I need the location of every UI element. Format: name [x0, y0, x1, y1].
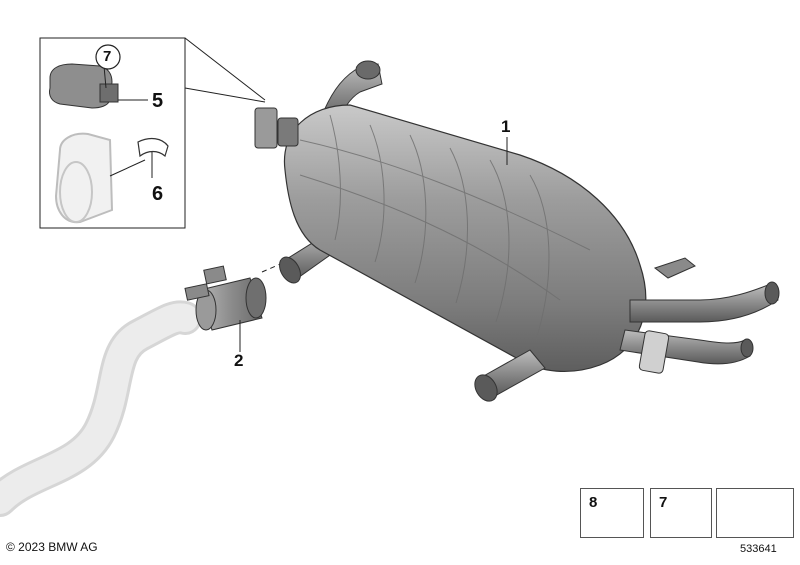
callout-6: 6	[152, 183, 164, 205]
intermediate-pipe-ghost	[0, 300, 202, 517]
bracket-part-6[interactable]	[54, 132, 169, 224]
detail-inset	[39, 37, 266, 229]
legend-label-8: 8	[589, 494, 598, 511]
clamp-part-2[interactable]	[184, 265, 267, 331]
callout-1: 1	[501, 117, 511, 136]
legend-item-nut: 8	[580, 488, 644, 538]
copyright-text: © 2023 BMW AG	[6, 540, 98, 554]
callout-7-label: 7	[103, 48, 112, 65]
legend-item-direction	[716, 488, 794, 538]
rear-silencer-part-1[interactable]	[254, 60, 780, 405]
legend-item-bolt: 7	[650, 488, 712, 538]
legend-label-7: 7	[659, 494, 668, 511]
diagram-id: 533641	[740, 543, 777, 555]
callout-7-circle	[95, 44, 121, 70]
callout-2: 2	[234, 351, 244, 370]
vacuum-unit-part-5[interactable]	[49, 63, 119, 109]
callout-5: 5	[152, 90, 164, 112]
